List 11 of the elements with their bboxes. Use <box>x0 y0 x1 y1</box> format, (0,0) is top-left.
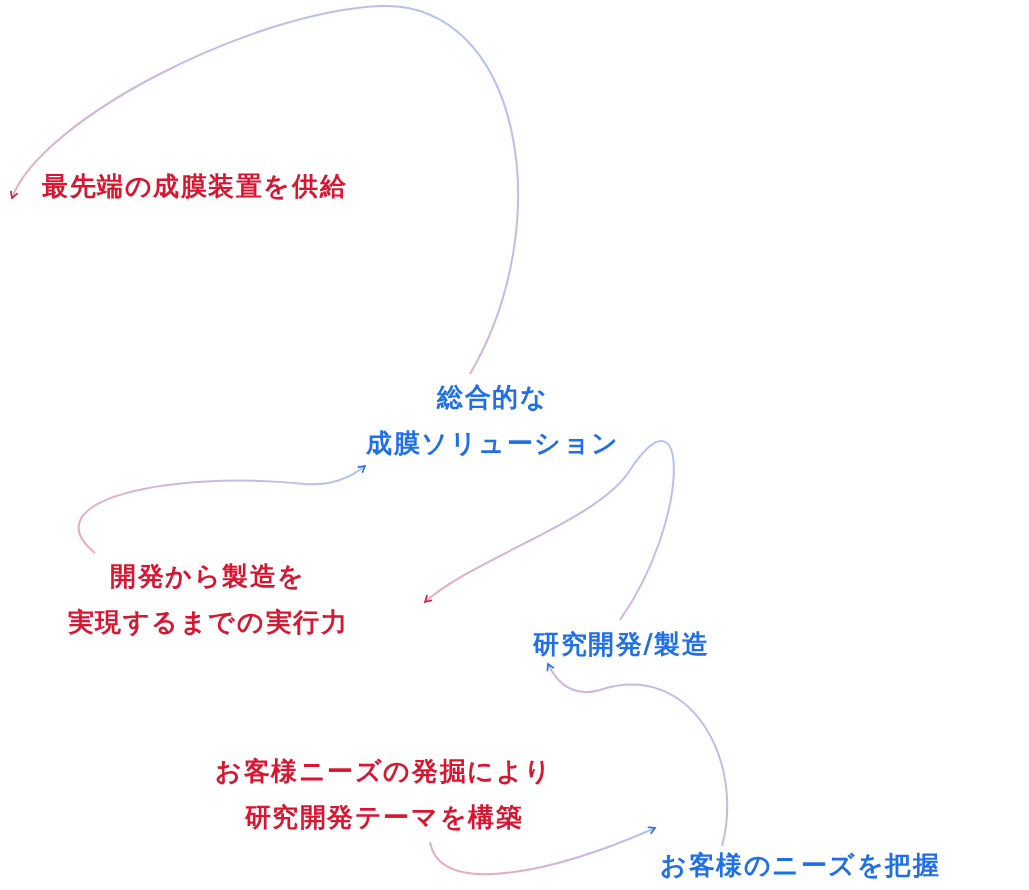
spiral-arrow <box>424 440 675 621</box>
stage-description: お客様ニーズの発掘により研究開発テーマを構築 <box>215 748 553 840</box>
stage-title: 総合的な成膜ソリューション <box>366 374 620 466</box>
stage-description: 開発から製造を実現するまでの実行力 <box>67 553 349 645</box>
stage-title: 研究開発/製造 <box>533 621 710 667</box>
spiral-arrow <box>77 465 366 554</box>
stage-title: お客様のニーズを把握 <box>660 842 941 888</box>
stage-description: 最先端の成膜装置を供給 <box>42 163 348 209</box>
spiral-arrow <box>429 826 656 876</box>
spiral-arrow <box>546 663 729 847</box>
spiral-arrow <box>10 5 519 375</box>
